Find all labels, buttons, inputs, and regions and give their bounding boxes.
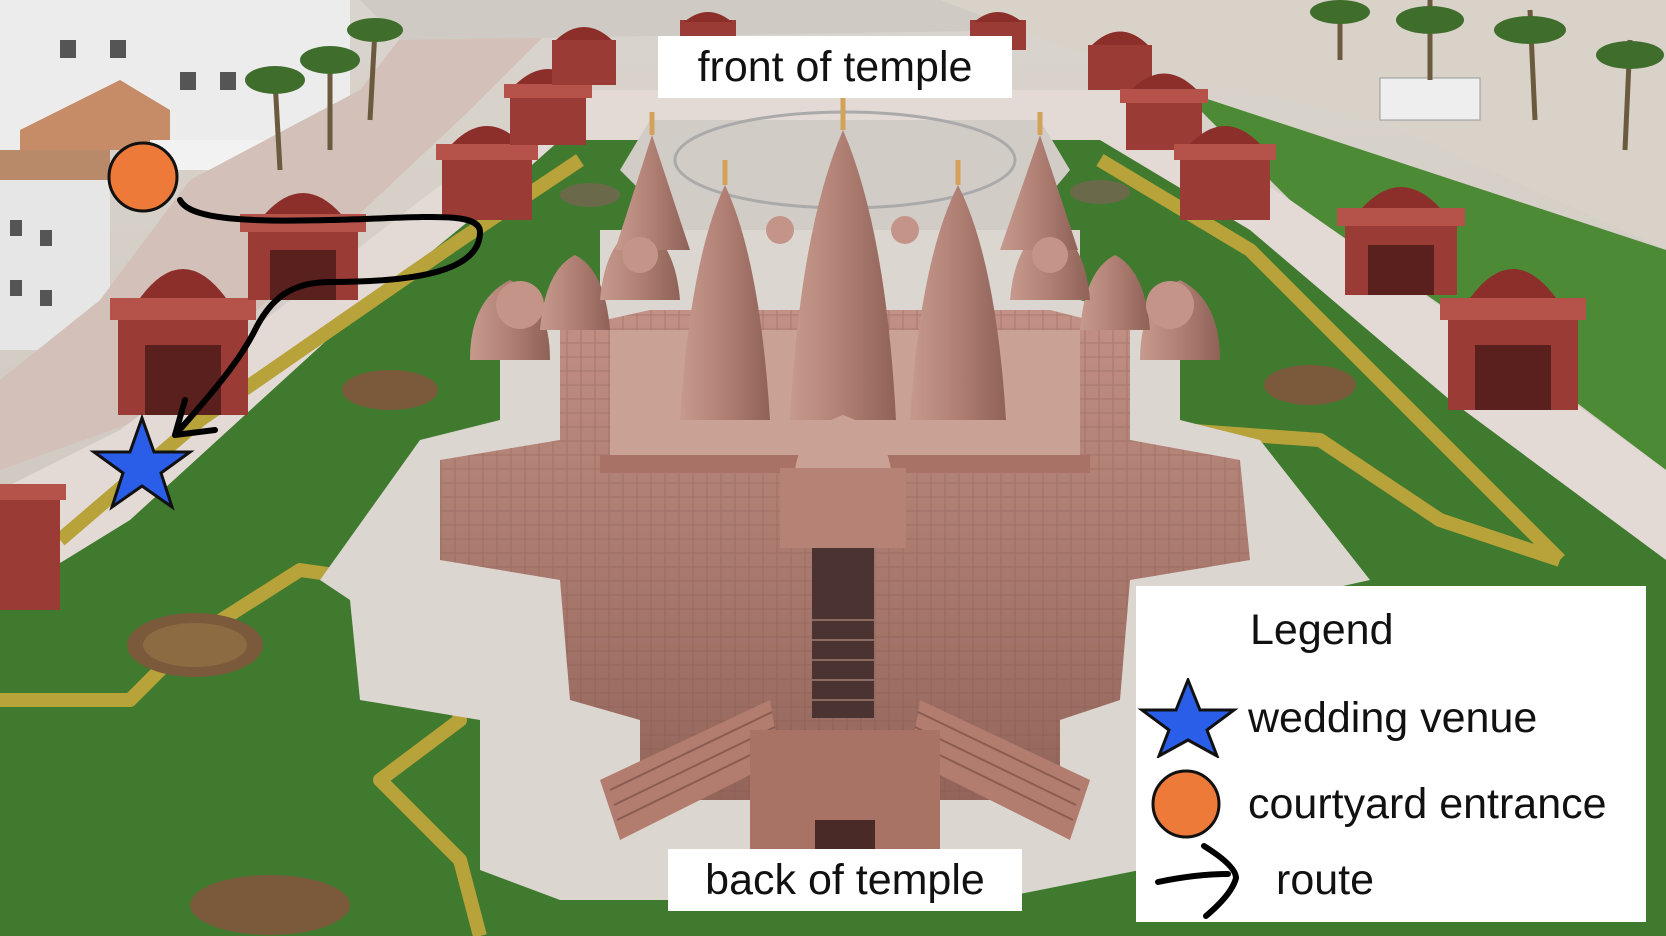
star-icon	[1137, 678, 1239, 758]
pavilions	[0, 12, 1586, 610]
front-of-temple-label: front of temple	[658, 36, 1012, 98]
legend-item-courtyard-entrance: courtyard entrance	[1136, 764, 1646, 844]
wedding-venue-marker[interactable]	[89, 413, 195, 511]
temple	[440, 98, 1250, 860]
legend-label-courtyard-entrance: courtyard entrance	[1248, 780, 1607, 828]
legend-item-route: route	[1136, 840, 1646, 920]
palm-fronds	[245, 0, 1664, 94]
flower-beds	[127, 180, 1356, 935]
utility-building	[1379, 77, 1481, 121]
legend-label-route: route	[1276, 856, 1375, 904]
legend-title: Legend	[1250, 606, 1394, 654]
courtyard-entrance-marker[interactable]	[107, 141, 179, 213]
arrow-icon	[1155, 843, 1240, 919]
legend: Legend wedding venue courtyard entrance …	[1136, 586, 1646, 922]
legend-label-wedding-venue: wedding venue	[1248, 694, 1538, 742]
route-path	[172, 197, 484, 438]
legend-item-wedding-venue: wedding venue	[1136, 678, 1646, 758]
back-of-temple-label: back of temple	[668, 849, 1022, 911]
circle-icon	[1151, 769, 1221, 839]
